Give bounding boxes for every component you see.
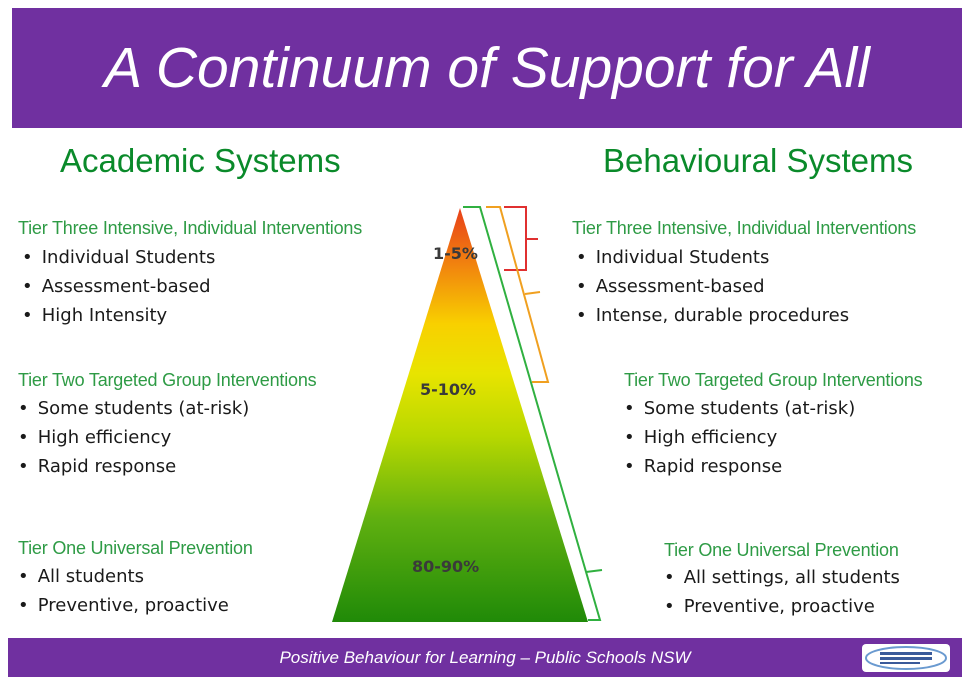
behavioural-tier-one-list: • All settings, all students • Preventiv… <box>664 563 900 621</box>
bullet-icon: • <box>664 596 675 617</box>
tier-two-bracket <box>486 206 550 383</box>
list-item: • Preventive, proactive <box>664 592 900 621</box>
pbis-logo <box>862 644 950 672</box>
list-item: • Some students (at-risk) <box>624 394 855 423</box>
bullet-icon: • <box>664 567 675 588</box>
list-item: • Individual Students <box>576 243 849 272</box>
behavioural-tier-three-heading: Tier Three Intensive, Individual Interve… <box>572 218 916 238</box>
bullet-icon: • <box>576 276 587 297</box>
list-item: • Preventive, proactive <box>18 591 229 620</box>
list-item: • High efficiency <box>18 423 249 452</box>
list-item: • High efficiency <box>624 423 855 452</box>
bullet-icon: • <box>22 305 33 326</box>
list-item: • All students <box>18 562 229 591</box>
list-item: • All settings, all students <box>664 563 900 592</box>
logo-icon <box>865 646 947 670</box>
academic-tier-two-list: • Some students (at-risk) • High efficie… <box>18 394 249 481</box>
list-item: • Assessment-based <box>22 272 215 301</box>
bullet-icon: • <box>576 247 587 268</box>
bullet-icon: • <box>624 456 635 477</box>
behavioural-tier-one-heading: Tier One Universal Prevention <box>664 540 899 560</box>
behavioural-tier-three-list: • Individual Students • Assessment-based… <box>576 243 849 330</box>
bullet-icon: • <box>22 247 33 268</box>
tier-one-bracket-tick <box>585 569 603 573</box>
bullet-icon: • <box>18 456 29 477</box>
list-item: • Some students (at-risk) <box>18 394 249 423</box>
tier-two-percent: 5-10% <box>420 380 477 399</box>
tier-three-percent: 1-5% <box>433 244 478 263</box>
list-item: • Rapid response <box>624 452 855 481</box>
tier-one-percent: 80-90% <box>412 557 480 576</box>
title-banner: A Continuum of Support for All <box>12 8 962 128</box>
bullet-icon: • <box>624 398 635 419</box>
academic-systems-heading: Academic Systems <box>60 142 341 179</box>
list-item: • Individual Students <box>22 243 215 272</box>
list-item: • Intense, durable procedures <box>576 301 849 330</box>
academic-tier-one-heading: Tier One Universal Prevention <box>18 538 253 558</box>
bullet-icon: • <box>18 566 29 587</box>
academic-tier-one-list: • All students • Preventive, proactive <box>18 562 229 620</box>
behavioural-systems-heading: Behavioural Systems <box>603 142 913 179</box>
academic-tier-three-list: • Individual Students • Assessment-based… <box>22 243 215 330</box>
pyramid-shape <box>332 208 588 622</box>
tier-two-bracket-tick <box>524 291 541 295</box>
bullet-icon: • <box>624 427 635 448</box>
list-item: • Assessment-based <box>576 272 849 301</box>
list-item: • High Intensity <box>22 301 215 330</box>
bullet-icon: • <box>576 305 587 326</box>
bullet-icon: • <box>22 276 33 297</box>
tier-one-bracket <box>463 206 602 621</box>
bullet-icon: • <box>18 427 29 448</box>
footer-bar: Positive Behaviour for Learning – Public… <box>8 638 962 677</box>
list-item: • Rapid response <box>18 452 249 481</box>
page-title: A Continuum of Support for All <box>104 36 870 100</box>
behavioural-tier-two-heading: Tier Two Targeted Group Interventions <box>624 370 923 390</box>
footer-text: Positive Behaviour for Learning – Public… <box>279 648 691 667</box>
behavioural-tier-two-list: • Some students (at-risk) • High efficie… <box>624 394 855 481</box>
bullet-icon: • <box>18 398 29 419</box>
academic-tier-three-heading: Tier Three Intensive, Individual Interve… <box>18 218 362 238</box>
academic-tier-two-heading: Tier Two Targeted Group Interventions <box>18 370 317 390</box>
tier-three-bracket <box>504 206 538 271</box>
bullet-icon: • <box>18 595 29 616</box>
